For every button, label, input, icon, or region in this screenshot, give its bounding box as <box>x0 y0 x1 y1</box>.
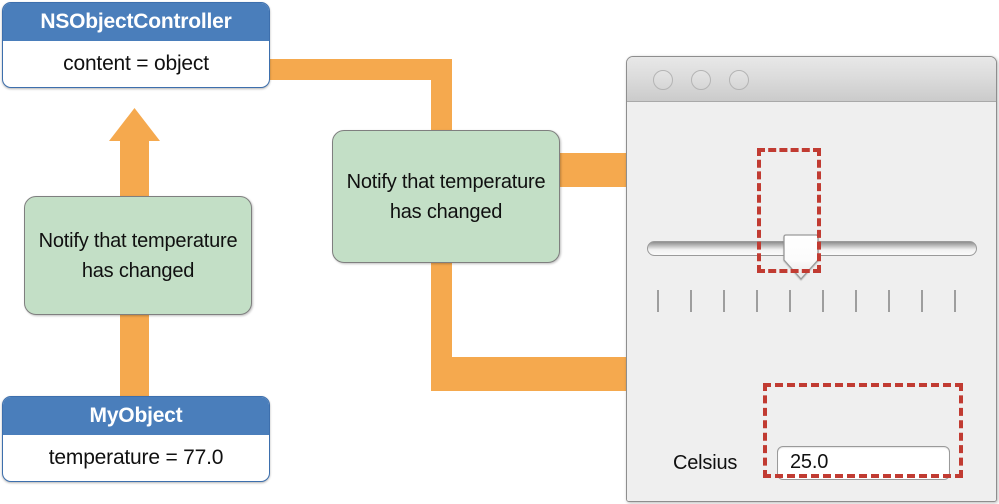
slider-tick <box>756 290 758 312</box>
slider-tick <box>690 290 692 312</box>
zoom-button-icon[interactable] <box>729 70 749 90</box>
slider-tick <box>822 290 824 312</box>
notify-note-left: Notify that temperature has changed <box>24 196 252 315</box>
slider-tick <box>888 290 890 312</box>
model-box-body: temperature = 77.0 <box>48 446 224 469</box>
controller-box-body: content = object <box>63 52 209 75</box>
slider-tick <box>789 290 791 312</box>
slider-tick <box>954 290 956 312</box>
arrow-controller-to-note <box>268 59 452 134</box>
notify-note-right: Notify that temperature has changed <box>332 130 560 263</box>
notify-note-right-text: Notify that temperature has changed <box>346 170 546 223</box>
controller-box: NSObjectController content = object <box>2 2 270 88</box>
slider-tick <box>921 290 923 312</box>
model-box: MyObject temperature = 77.0 <box>2 396 270 482</box>
slider-tick <box>657 290 659 312</box>
close-button-icon[interactable] <box>653 70 673 90</box>
minimize-button-icon[interactable] <box>691 70 711 90</box>
slider-highlight <box>757 148 821 273</box>
slider-tick <box>855 290 857 312</box>
controller-box-header: NSObjectController <box>3 3 269 41</box>
app-window: Celsius 25.0 <box>626 56 997 502</box>
celsius-label: Celsius <box>673 452 738 474</box>
celsius-highlight <box>763 383 963 478</box>
notify-note-left-text: Notify that temperature has changed <box>38 229 238 282</box>
window-content: Celsius 25.0 <box>627 102 996 501</box>
window-titlebar[interactable] <box>627 57 996 102</box>
slider-tick <box>723 290 725 312</box>
model-box-header: MyObject <box>3 397 269 435</box>
temperature-slider[interactable] <box>647 234 977 314</box>
celsius-input-value: 25.0 <box>790 451 829 473</box>
